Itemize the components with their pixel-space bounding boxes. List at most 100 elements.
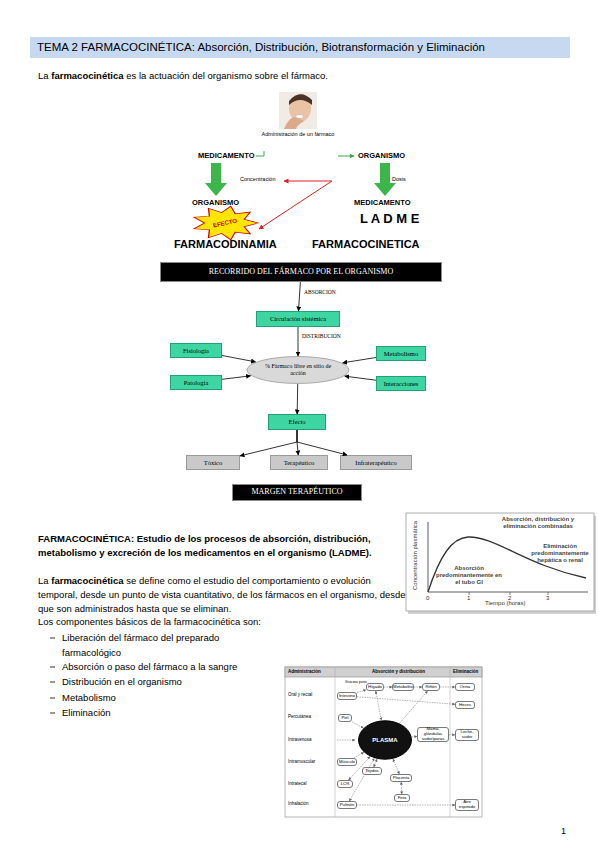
dashed-arrow [400, 691, 428, 723]
outcome-box: Tóxico [186, 455, 240, 470]
node-text: Patología [184, 379, 209, 386]
row-label: Oral y rectal [288, 692, 312, 697]
dashed-arrow [349, 757, 370, 780]
effect-starburst: EFECTO [192, 206, 258, 240]
pill [296, 115, 303, 118]
hair [289, 94, 312, 105]
process-box: Interacciones [376, 376, 426, 391]
plasma-ellipse: PLASMA [358, 720, 412, 760]
ellipse-outline [359, 721, 412, 759]
drug-ellipse: % Fármaco libre en sitio de acción [246, 356, 350, 384]
starburst-outline [194, 206, 258, 239]
paragraph: Lafarmacocinéticase define como el estud… [38, 574, 406, 615]
text-label: La [38, 70, 49, 81]
table-header: Administración [288, 669, 321, 674]
column-divider [335, 667, 336, 817]
axis-tick [469, 592, 470, 595]
list-item: Distribución en el organismo [62, 675, 267, 690]
table-header [285, 667, 482, 677]
table-header: Absorción y distribución [372, 669, 425, 674]
node-text: Pulmón [340, 803, 355, 808]
list-dash [50, 698, 55, 699]
organ-box: Músculo [337, 758, 357, 766]
axis-tick [548, 592, 549, 595]
organ-box: LCR [337, 780, 353, 788]
hand [284, 117, 304, 129]
text-label: Los componentes básicos de la farmacocin… [38, 617, 400, 628]
list-item: Eliminación [62, 706, 267, 721]
y-axis [428, 522, 429, 592]
node-text: Metabolito [393, 685, 413, 690]
list-item: Liberación del fármaco del preparado far… [62, 631, 267, 660]
node-text: Tejidos [365, 769, 378, 774]
text-label: MEDICAMENTO [354, 199, 411, 208]
dashed-arrow [412, 736, 417, 738]
dashed-arrow [352, 722, 363, 728]
flow-arrow [240, 430, 297, 456]
photo-caption: Administración de un fármaco [256, 131, 340, 137]
organ-box: Riñón [422, 683, 440, 691]
node-text: Efecto [289, 418, 306, 425]
node-text: PLASMA [372, 737, 397, 744]
text-label: farmacocinética [51, 70, 123, 81]
organ-box: Piel [338, 714, 352, 722]
node-text: Músculo [339, 760, 355, 765]
node-text: Interacciones [384, 380, 419, 387]
row-label: Intravenosa [288, 737, 312, 742]
organ-box: Pulmón [337, 801, 357, 809]
node-text: Metabolismo [384, 350, 418, 357]
dashed-arrow [401, 782, 403, 794]
table-header: Eliminación [453, 669, 478, 674]
organ-box: Heces [455, 701, 475, 709]
organ-box: Orina [455, 683, 475, 691]
section-heading: FARMACOCINETICA [312, 238, 420, 251]
tick-label: 1 [467, 595, 470, 602]
node-text: Infraterapéutico [355, 459, 397, 466]
row-label: Intratecal [288, 781, 307, 786]
paragraph: Lafarmacocinéticaes la actuación del org… [38, 69, 568, 83]
organ-box: Leche, sudor [455, 729, 479, 741]
dashed-arrow [449, 734, 455, 735]
text-label: es la actuación del organismo sobre el f… [126, 70, 328, 81]
flow-arrow [298, 327, 299, 356]
node-text: Intestino [339, 694, 355, 699]
connector-line [338, 156, 354, 157]
chart-annotation: Eliminación predominantemente hepática o… [528, 543, 592, 564]
node-text: Feto [398, 796, 407, 801]
page-title: TEMA 2 FARMACOCINÉTICA: Absorción, Distr… [30, 37, 570, 58]
list-dash [50, 638, 55, 639]
process-box: Circulación sistémica [256, 311, 340, 327]
outcome-box: Terapéutico [270, 455, 328, 470]
page-number: 1 [561, 826, 566, 836]
axis-title: Tiempo (horas) [485, 600, 525, 607]
green-arrow [205, 163, 227, 196]
process-box: Efecto [268, 414, 326, 430]
node-text: Tóxico [204, 459, 222, 466]
node-text: Riñón [425, 685, 436, 690]
flow-arrow [299, 282, 301, 311]
text-label: La [38, 575, 49, 586]
node-text: Hígado [368, 685, 382, 690]
node-text: Leche, sudor [456, 730, 478, 739]
dashed-arrow [357, 690, 366, 693]
organ-box: Mama, glándulas sudoríparas [417, 727, 449, 742]
flow-arrow [345, 376, 376, 380]
connector-line [256, 151, 264, 156]
dashed-arrow [354, 752, 364, 758]
flow-arrow [297, 384, 299, 414]
chart-frame [406, 513, 594, 611]
text-label: Dosis [392, 176, 406, 182]
dashed-arrow [374, 759, 377, 767]
outcome-box: Infraterapéutico [340, 455, 412, 470]
dashed-arrow [384, 687, 392, 688]
axis-title: Concentración plasmática [412, 515, 419, 595]
ellipse-outline [247, 357, 349, 384]
dashed-arrow [414, 687, 422, 688]
flow-arrow [343, 358, 376, 363]
red-arrow [284, 181, 332, 182]
text-label: MEDICAMENTO [198, 152, 255, 161]
list-dash [50, 713, 55, 714]
node-text: Piel [341, 716, 348, 721]
node-text: Terapéutico [284, 459, 315, 466]
node-text: Orina [460, 685, 471, 690]
